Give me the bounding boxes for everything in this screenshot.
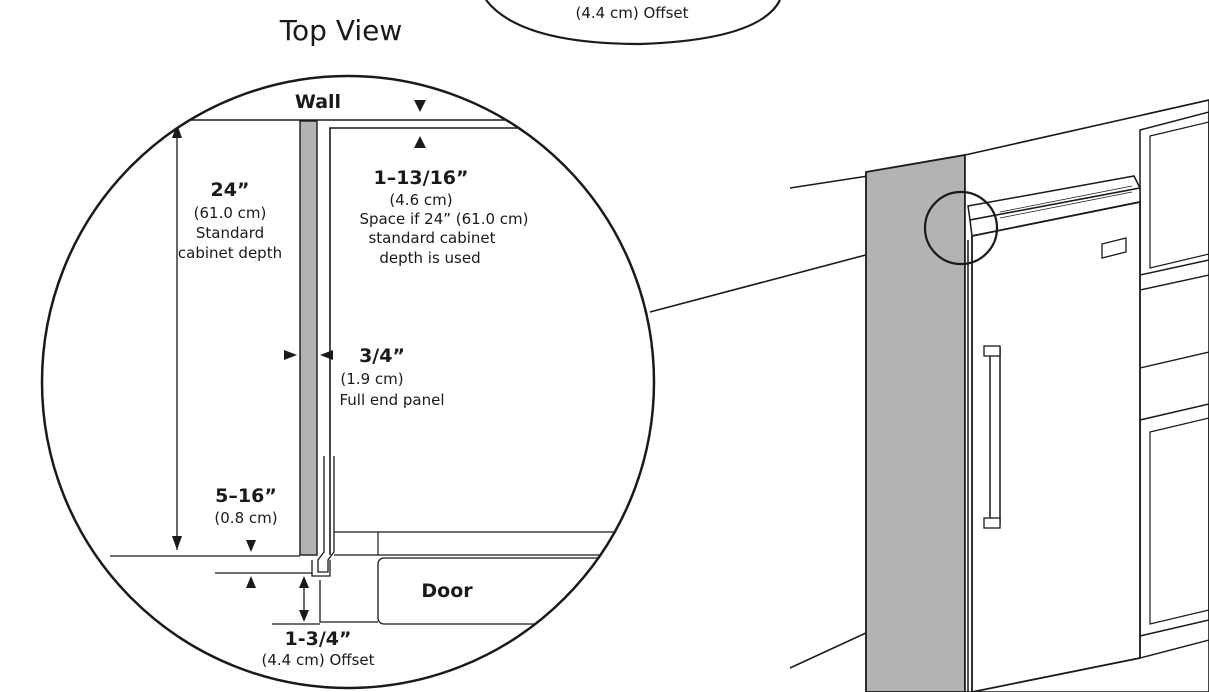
display-panel <box>1101 237 1127 259</box>
top-detail-offset-label: (4.4 cm) Offset <box>575 4 688 22</box>
svg-text:Standard: Standard <box>196 224 264 242</box>
door-label: Door <box>421 580 473 602</box>
hinge-detail <box>317 456 335 573</box>
refrigerator-illustration <box>789 99 1209 692</box>
top-view-title: Top View <box>279 14 403 47</box>
top-detail-circle: (4.4 cm) Offset <box>485 0 781 46</box>
svg-text:1-3/4”: 1-3/4” <box>285 628 352 650</box>
svg-text:5–16”: 5–16” <box>215 485 277 507</box>
end-panel-perspective <box>865 153 966 692</box>
depth-label: 24” (61.0 cm) Standard cabinet depth <box>178 179 282 262</box>
top-view-detail <box>42 100 654 625</box>
svg-text:1–13/16”: 1–13/16” <box>373 167 468 189</box>
svg-text:(4.6 cm): (4.6 cm) <box>389 191 452 209</box>
panel-arrow-left <box>284 350 297 360</box>
panel-arrow-right <box>320 350 333 360</box>
space-arrow-top <box>414 100 426 112</box>
svg-text:24”: 24” <box>211 179 250 201</box>
svg-text:standard cabinet: standard cabinet <box>368 229 495 247</box>
door-outline <box>377 557 654 625</box>
callout-circle <box>923 190 999 266</box>
svg-text:(4.4 cm) Offset: (4.4 cm) Offset <box>261 651 374 669</box>
door-handle <box>989 347 1001 525</box>
svg-text:(61.0 cm): (61.0 cm) <box>194 204 267 222</box>
svg-text:cabinet depth: cabinet depth <box>178 244 282 262</box>
svg-text:3/4”: 3/4” <box>359 345 405 367</box>
svg-text:(1.9 cm): (1.9 cm) <box>340 370 403 388</box>
panel-label: 3/4” (1.9 cm) Full end panel <box>339 345 444 409</box>
space-arrow-bottom <box>414 136 426 148</box>
space-label: 1–13/16” (4.6 cm) Space if 24” (61.0 cm)… <box>359 167 528 267</box>
end-panel <box>299 120 318 556</box>
detail-circle <box>40 74 656 690</box>
offset-label: 1-3/4” (4.4 cm) Offset <box>261 628 374 669</box>
svg-text:Space if 24” (61.0 cm): Space if 24” (61.0 cm) <box>359 210 528 228</box>
svg-text:depth is used: depth is used <box>379 249 480 267</box>
svg-text:Full end panel: Full end panel <box>339 391 444 409</box>
wall-label: Wall <box>295 91 341 113</box>
gap-label: 5–16” (0.8 cm) <box>214 485 277 527</box>
svg-text:(0.8 cm): (0.8 cm) <box>214 509 277 527</box>
